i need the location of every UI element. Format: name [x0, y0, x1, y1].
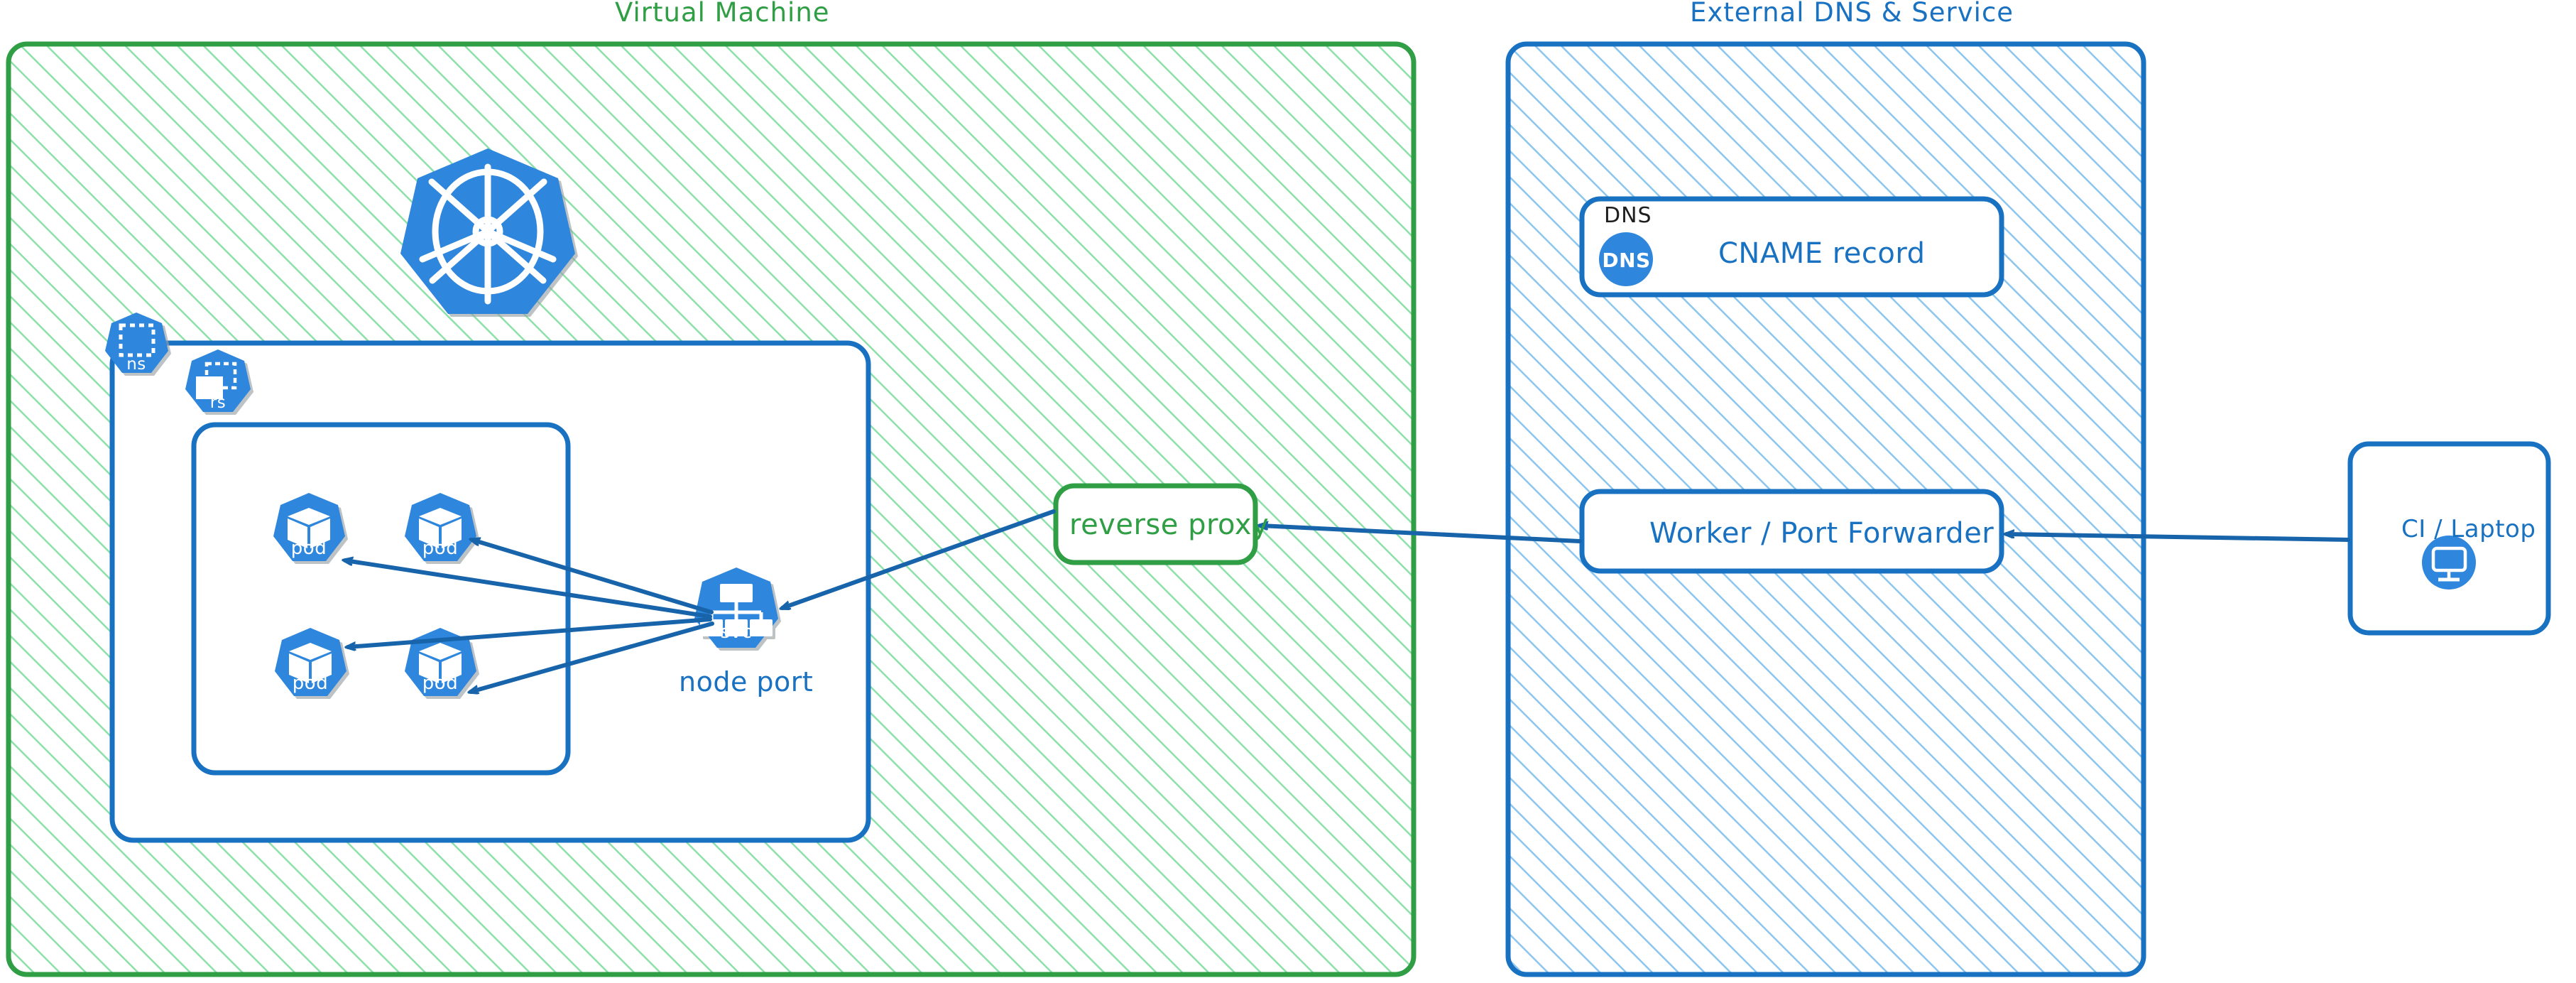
- pod-icon-4: [405, 628, 476, 696]
- arrow-svc-to-pod-2: [472, 540, 714, 614]
- arrow-worker-to-reverse-proxy: [1260, 526, 1582, 543]
- arrow-ci-laptop-to-worker: [2007, 534, 2350, 542]
- arrow-svc-to-pod-1: [345, 560, 712, 619]
- kubernetes-logo: [400, 148, 575, 314]
- arrow-svc-to-pod-4: [471, 621, 714, 692]
- worker-card[interactable]: [1579, 489, 2004, 574]
- monitor-icon: [2422, 536, 2476, 590]
- connection-arrows: [345, 509, 2350, 692]
- replicaset-box: [191, 422, 571, 776]
- arrow-svc-to-pod-3: [348, 617, 712, 647]
- pod-icon-1: [273, 493, 345, 561]
- service-icon: [694, 567, 778, 648]
- arrow-reverse-proxy-to-svc: [782, 509, 1056, 608]
- namespace-icon: [105, 313, 168, 373]
- pod-icon-2: [405, 493, 476, 561]
- reverse-proxy-box[interactable]: [1053, 483, 1258, 565]
- replicaset-icon: [185, 349, 251, 412]
- pod-icon-3: [275, 628, 346, 696]
- dns-circle-icon: [1599, 232, 1653, 286]
- dns-card[interactable]: [1579, 196, 2004, 298]
